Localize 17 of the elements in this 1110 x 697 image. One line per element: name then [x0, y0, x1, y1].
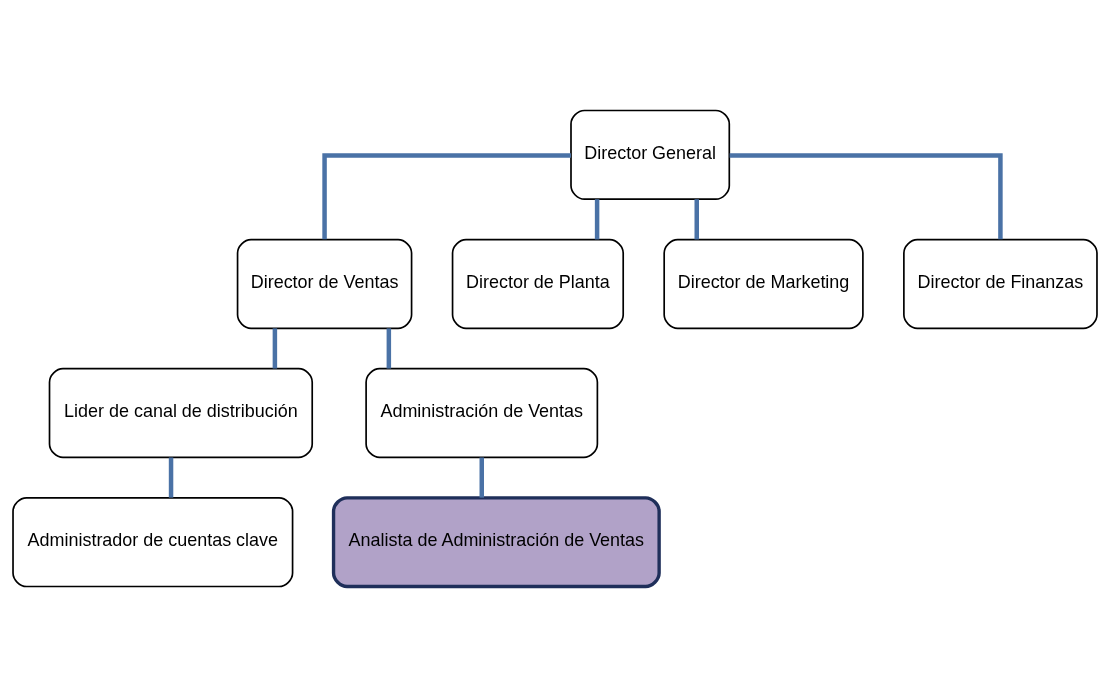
node-box: Lider de canal de distribución — [48, 367, 314, 459]
node-box: Analista de Administración de Ventas — [331, 496, 661, 589]
node-box: Director de Planta — [451, 238, 625, 330]
connector — [386, 328, 392, 369]
connector — [272, 328, 278, 369]
connector — [694, 199, 699, 240]
node-box: Director de Marketing — [663, 238, 864, 330]
connector — [322, 153, 571, 240]
connector — [168, 457, 174, 498]
node-box: Director General — [570, 109, 731, 200]
node-box: Director de Finanzas — [903, 238, 1098, 330]
connector — [594, 199, 600, 240]
node-box: Administración de Ventas — [365, 367, 599, 459]
node-box: Director de Ventas — [236, 238, 413, 330]
node-box: Administrador de cuentas clave — [12, 497, 294, 588]
connector — [479, 457, 484, 498]
connector — [729, 153, 1003, 240]
